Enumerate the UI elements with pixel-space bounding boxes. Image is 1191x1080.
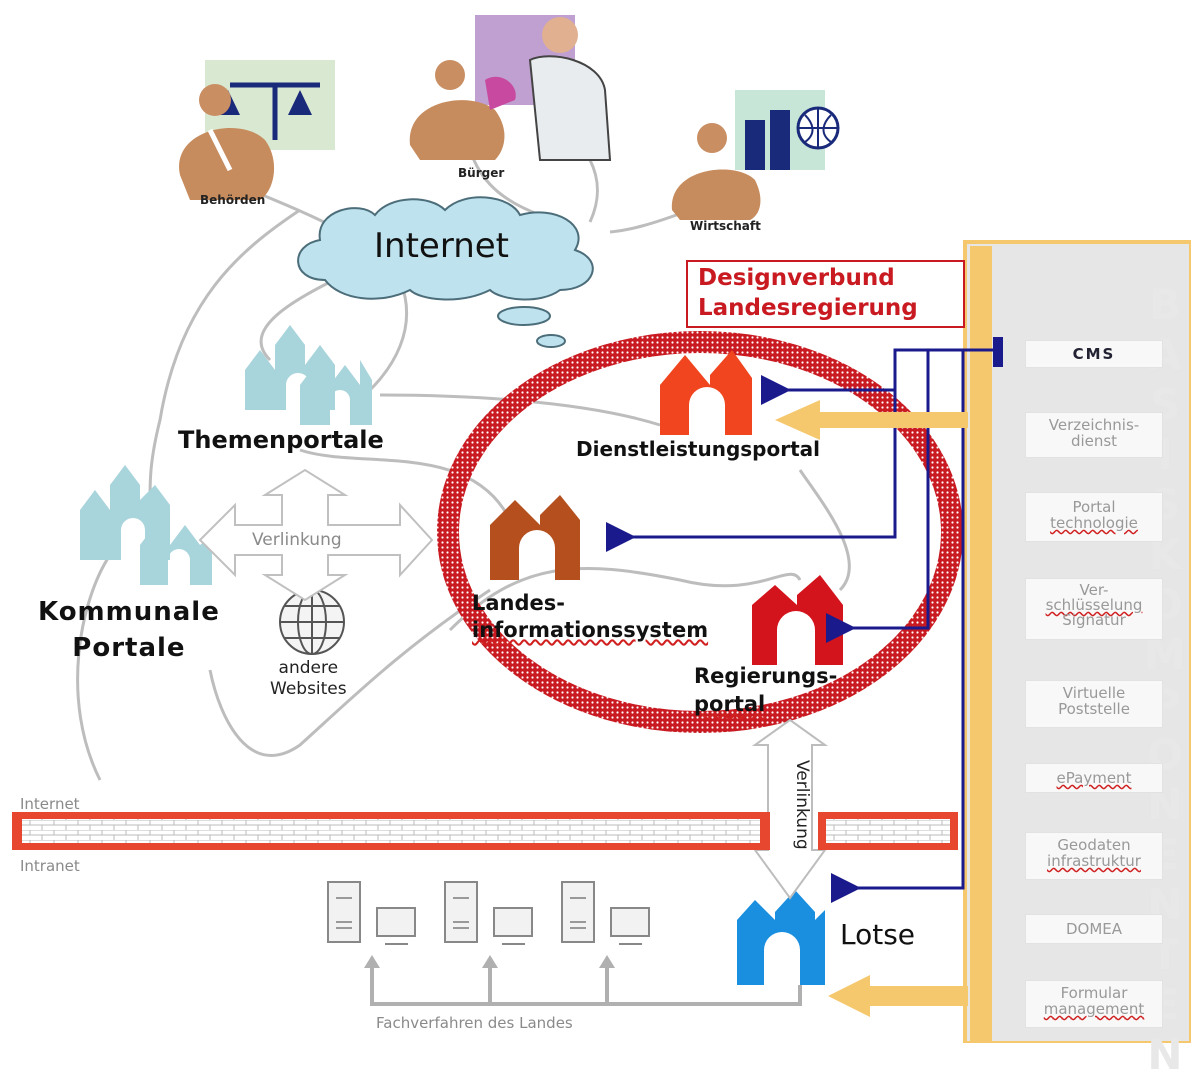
service-ver-line2: schlüsselung xyxy=(1045,596,1143,614)
basiskomponenten-panel xyxy=(965,242,1191,1043)
kommunale-line1: Kommunale xyxy=(38,597,220,627)
service-geo-line1: Geodaten xyxy=(1057,836,1131,854)
firewall xyxy=(12,812,958,850)
zone-internet-label: Internet xyxy=(20,795,80,813)
orange-arrow-dienstleistung xyxy=(775,400,968,440)
dienstleistungsportal-label: Dienstleistungsportal xyxy=(576,437,820,461)
buerger-figure xyxy=(409,15,612,161)
regierungsportal-label: Regierungs- portal xyxy=(694,662,837,718)
designverbund-ring xyxy=(437,331,963,733)
buerger-label: Bürger xyxy=(458,166,505,180)
service-verzeichnisdienst[interactable]: Verzeichnis- dienst xyxy=(1025,412,1163,458)
service-form-line1: Formular xyxy=(1060,984,1128,1002)
regierungs-line1: Regierungs- xyxy=(694,664,838,688)
cms-connector xyxy=(993,337,1003,367)
fachverfahren-arrows xyxy=(370,965,802,1006)
service-verzeichnis-line2: dienst xyxy=(1070,432,1118,450)
landes-line1: Landes- xyxy=(472,591,565,615)
service-ver-line3: Signatur xyxy=(1062,611,1126,629)
service-geo-line2: infrastruktur xyxy=(1047,852,1141,870)
verlinkung-right-label: Verlinkung xyxy=(792,760,812,850)
internet-cloud xyxy=(297,196,594,348)
service-verschluesselung[interactable]: Ver- schlüsselung Signatur xyxy=(1025,578,1163,640)
designverbund-box xyxy=(686,260,965,328)
service-portal-line2: technologie xyxy=(1050,514,1138,532)
service-virtuelle-poststelle[interactable]: Virtuelle Poststelle xyxy=(1025,680,1163,728)
regierungs-line2: portal xyxy=(694,692,766,716)
andere-line2: Websites xyxy=(270,679,347,699)
themenportale-label: Themenportale xyxy=(178,426,384,454)
landes-line2: informationssystem xyxy=(472,618,709,642)
andere-line1: andere xyxy=(278,658,339,678)
designverbund-label: Designverbund Landesregierung xyxy=(698,263,918,323)
cms-blue-lines xyxy=(606,348,998,903)
behoerden-figure xyxy=(179,60,335,200)
internet-label: Internet xyxy=(374,226,510,266)
designverbund-line2: Landesregierung xyxy=(698,295,918,321)
fachverfahren-computers xyxy=(327,881,650,945)
andere-websites-label: andere Websites xyxy=(270,658,347,700)
kommunale-portale-label: Kommunale Portale xyxy=(38,594,220,666)
service-portaltechnologie[interactable]: Portal technologie xyxy=(1025,492,1163,542)
service-domea[interactable]: DOMEA xyxy=(1025,914,1163,944)
service-epayment[interactable]: ePayment xyxy=(1025,763,1163,793)
fachverfahren-label: Fachverfahren des Landes xyxy=(376,1014,573,1032)
lotse-label: Lotse xyxy=(840,918,916,951)
dienstleistungsportal-castle xyxy=(660,350,752,435)
kommunale-line2: Portale xyxy=(72,633,186,663)
service-form-line2: management xyxy=(1043,1000,1145,1018)
service-post-line2: Poststelle xyxy=(1058,700,1130,718)
themenportale-castle xyxy=(245,325,372,425)
service-epayment-label: ePayment xyxy=(1056,769,1132,787)
lotse-castle xyxy=(737,890,825,985)
wirtschaft-label: Wirtschaft xyxy=(690,219,761,233)
service-portal-line1: Portal xyxy=(1072,498,1116,516)
service-cms-label: CMS xyxy=(1072,345,1116,363)
service-verzeichnis-line1: Verzeichnis- xyxy=(1048,416,1140,434)
service-ver-line1: Ver- xyxy=(1079,581,1109,599)
orange-bus-bar xyxy=(970,246,992,1043)
verlinkung-vertical-arrow xyxy=(751,718,829,900)
service-formularmanagement[interactable]: Formular management xyxy=(1025,980,1163,1028)
service-cms[interactable]: CMS xyxy=(1025,340,1163,368)
basiskomponenten-letter: N xyxy=(1147,1030,1183,1079)
service-geodaten[interactable]: Geodaten infrastruktur xyxy=(1025,832,1163,880)
kommunale-castle xyxy=(80,465,212,585)
diagram-canvas xyxy=(12,15,1191,1043)
verlinkung-cross-arrow xyxy=(198,468,434,602)
basiskomponenten-letter: B xyxy=(1148,280,1181,329)
wirtschaft-figure xyxy=(671,90,840,220)
landesinformationssystem-label: Landes- informationssystem xyxy=(472,590,708,644)
verlinkung-left-label: Verlinkung xyxy=(252,530,342,550)
orange-arrow-lotse xyxy=(828,975,968,1017)
globe-icon xyxy=(279,589,345,655)
service-domea-label: DOMEA xyxy=(1065,920,1123,938)
designverbund-line1: Designverbund xyxy=(698,265,895,291)
zone-intranet-label: Intranet xyxy=(20,857,80,875)
service-post-line1: Virtuelle xyxy=(1062,684,1126,702)
behoerden-label: Behörden xyxy=(200,193,266,207)
landes-castle xyxy=(490,495,580,580)
regierungsportal-castle xyxy=(752,575,843,665)
